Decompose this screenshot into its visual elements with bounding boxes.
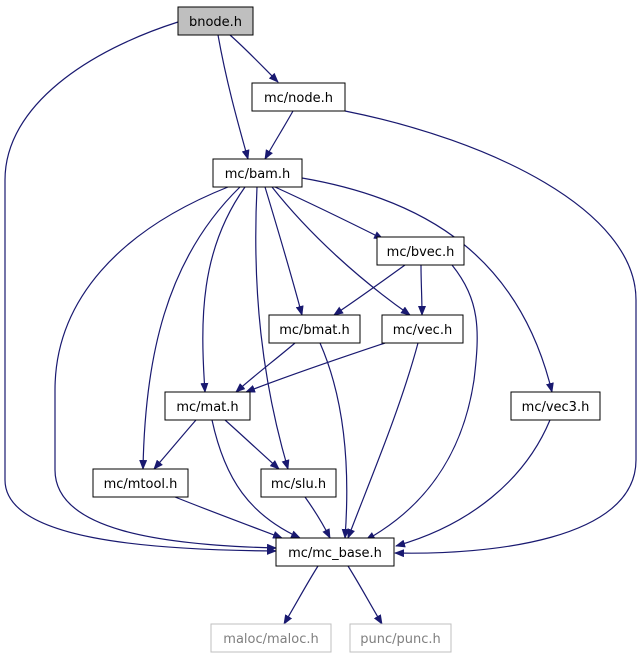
- edge-vec3-to-mc-base: [395, 419, 551, 548]
- edge-bvec-to-mc-base: [365, 264, 478, 541]
- edge-node-to-mc-base: [344, 110, 637, 558]
- node-mc-vec3-h[interactable]: mc/vec3.h: [510, 391, 601, 421]
- node-mc-bvec-h[interactable]: mc/bvec.h: [376, 236, 465, 266]
- edge-bam-to-slu: [255, 186, 290, 470]
- node-label-mc-vec3-h: mc/vec3.h: [522, 400, 590, 415]
- edge-bmat-to-mat: [235, 342, 296, 393]
- edge-bmat-to-mc-base: [319, 342, 350, 539]
- node-label-mc-bmat-h: mc/bmat.h: [279, 323, 350, 338]
- node-mc-mc-base-h[interactable]: mc/mc_base.h: [275, 537, 395, 567]
- node-maloc-maloc-h[interactable]: maloc/maloc.h: [210, 623, 332, 653]
- edge-node-to-bam: [264, 110, 294, 160]
- node-label-maloc-maloc-h: maloc/maloc.h: [223, 632, 318, 647]
- node-mc-bmat-h[interactable]: mc/bmat.h: [268, 314, 361, 344]
- edge-bnode-to-node: [229, 34, 279, 83]
- node-mc-bam-h[interactable]: mc/bam.h: [212, 158, 303, 188]
- node-label-mc-mtool-h: mc/mtool.h: [104, 477, 178, 492]
- edge-mat-to-mc-base: [211, 419, 301, 539]
- edge-vec-to-mat: [245, 342, 386, 393]
- node-label-bnode-h: bnode.h: [189, 15, 242, 30]
- node-mc-mat-h[interactable]: mc/mat.h: [164, 391, 251, 421]
- node-label-mc-bam-h: mc/bam.h: [225, 167, 290, 182]
- edge-mat-to-mtool: [153, 419, 197, 470]
- node-label-mc-vec-h: mc/vec.h: [393, 323, 452, 338]
- edge-slu-to-mc-base: [304, 496, 331, 539]
- edge-bam-to-mtool: [139, 186, 241, 470]
- edge-bam-to-bmat: [264, 186, 304, 316]
- edge-mc-base-to-punc: [347, 565, 383, 625]
- node-bnode-h[interactable]: bnode.h: [177, 6, 254, 36]
- edge-bnode-to-bam: [217, 34, 250, 160]
- node-label-mc-mc-base-h: mc/mc_base.h: [288, 546, 382, 561]
- edge-mtool-to-mc-base: [174, 496, 283, 539]
- edge-bnode-to-mc-base: [4, 21, 277, 555]
- edge-mat-to-slu: [224, 419, 280, 470]
- edge-bam-to-bvec: [274, 186, 384, 240]
- node-label-mc-mat-h: mc/mat.h: [176, 400, 238, 415]
- node-label-punc-punc-h: punc/punc.h: [360, 632, 441, 647]
- node-punc-punc-h[interactable]: punc/punc.h: [349, 623, 452, 653]
- edge-mc-base-to-maloc: [283, 565, 319, 625]
- node-mc-vec-h[interactable]: mc/vec.h: [381, 314, 464, 344]
- node-mc-slu-h[interactable]: mc/slu.h: [260, 468, 337, 498]
- edge-bam-to-vec3: [301, 177, 554, 393]
- node-mc-node-h[interactable]: mc/node.h: [251, 82, 346, 112]
- node-label-mc-slu-h: mc/slu.h: [271, 477, 326, 492]
- edge-bvec-to-vec: [417, 264, 426, 316]
- edge-bvec-to-bmat: [333, 264, 406, 316]
- node-mc-mtool-h[interactable]: mc/mtool.h: [92, 468, 189, 498]
- edge-bam-to-vec: [271, 186, 411, 316]
- edge-vec-to-mc-base: [347, 342, 419, 539]
- node-label-mc-bvec-h: mc/bvec.h: [387, 245, 455, 260]
- edge-bam-to-mc-base: [54, 186, 277, 552]
- node-label-mc-node-h: mc/node.h: [264, 91, 333, 106]
- edge-bam-to-mat: [200, 186, 246, 393]
